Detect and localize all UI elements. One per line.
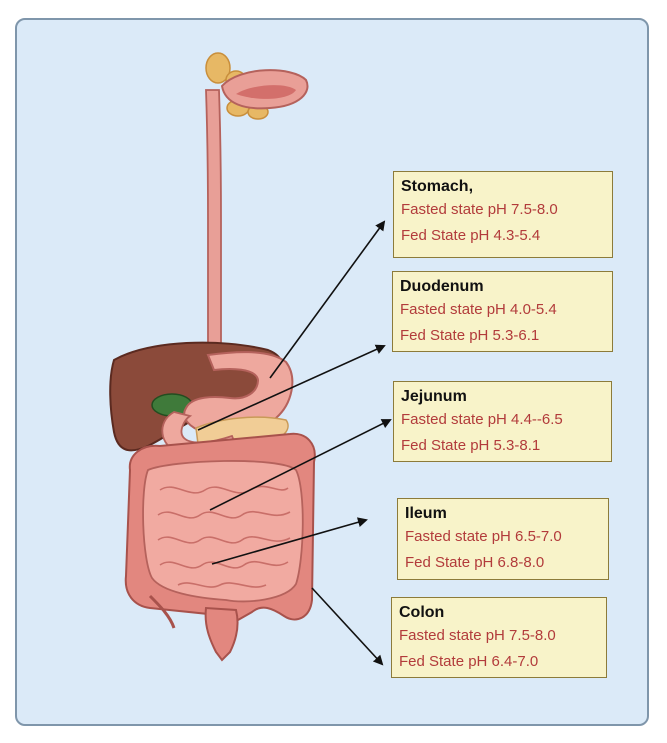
fasted-ph: Fasted state pH 7.5-8.0: [399, 627, 556, 644]
fasted-ph: Fasted state pH 6.5-7.0: [405, 528, 562, 545]
info-box-stomach: Stomach, Fasted state pH 7.5-8.0 Fed Sta…: [393, 171, 613, 258]
small-intestine-icon: [142, 460, 304, 603]
stomach-icon: [183, 351, 294, 435]
info-box-jejunum: Jejunum Fasted state pH 4.4--6.5 Fed Sta…: [393, 381, 612, 462]
fed-ph: Fed State pH 5.3-8.1: [401, 437, 541, 454]
arrow-ileum: [211, 517, 368, 565]
info-box-ileum: Ileum Fasted state pH 6.5-7.0 Fed State …: [397, 498, 609, 580]
fed-ph: Fed State pH 4.3-5.4: [401, 227, 541, 244]
info-title: Stomach,: [401, 178, 474, 195]
mouth-icon: [220, 69, 309, 110]
arrow-jejunum: [209, 419, 392, 511]
pointer-arrows: [197, 220, 392, 666]
fasted-ph: Fasted state pH 7.5-8.0: [401, 201, 558, 218]
arrow-colon: [311, 587, 384, 666]
info-title: Colon: [399, 604, 445, 621]
arrow-duodenum: [197, 344, 386, 431]
fed-ph: Fed State pH 6.4-7.0: [399, 653, 539, 670]
fasted-ph: Fasted state pH 4.0-5.4: [400, 301, 557, 318]
info-title: Duodenum: [400, 278, 484, 295]
info-title: Ileum: [405, 505, 447, 522]
intestine-loops: [157, 485, 291, 588]
info-box-duodenum: Duodenum Fasted state pH 4.0-5.4 Fed Sta…: [392, 271, 613, 352]
fed-ph: Fed State pH 5.3-6.1: [400, 327, 540, 344]
rectum-icon: [204, 606, 239, 662]
appendix-icon: [148, 594, 176, 629]
info-box-colon: Colon Fasted state pH 7.5-8.0 Fed State …: [391, 597, 607, 678]
arrow-stomach: [269, 220, 386, 379]
esophagus-icon: [205, 89, 222, 356]
fed-ph: Fed State pH 6.8-8.0: [405, 554, 545, 571]
info-title: Jejunum: [401, 388, 467, 405]
fasted-ph: Fasted state pH 4.4--6.5: [401, 411, 563, 428]
